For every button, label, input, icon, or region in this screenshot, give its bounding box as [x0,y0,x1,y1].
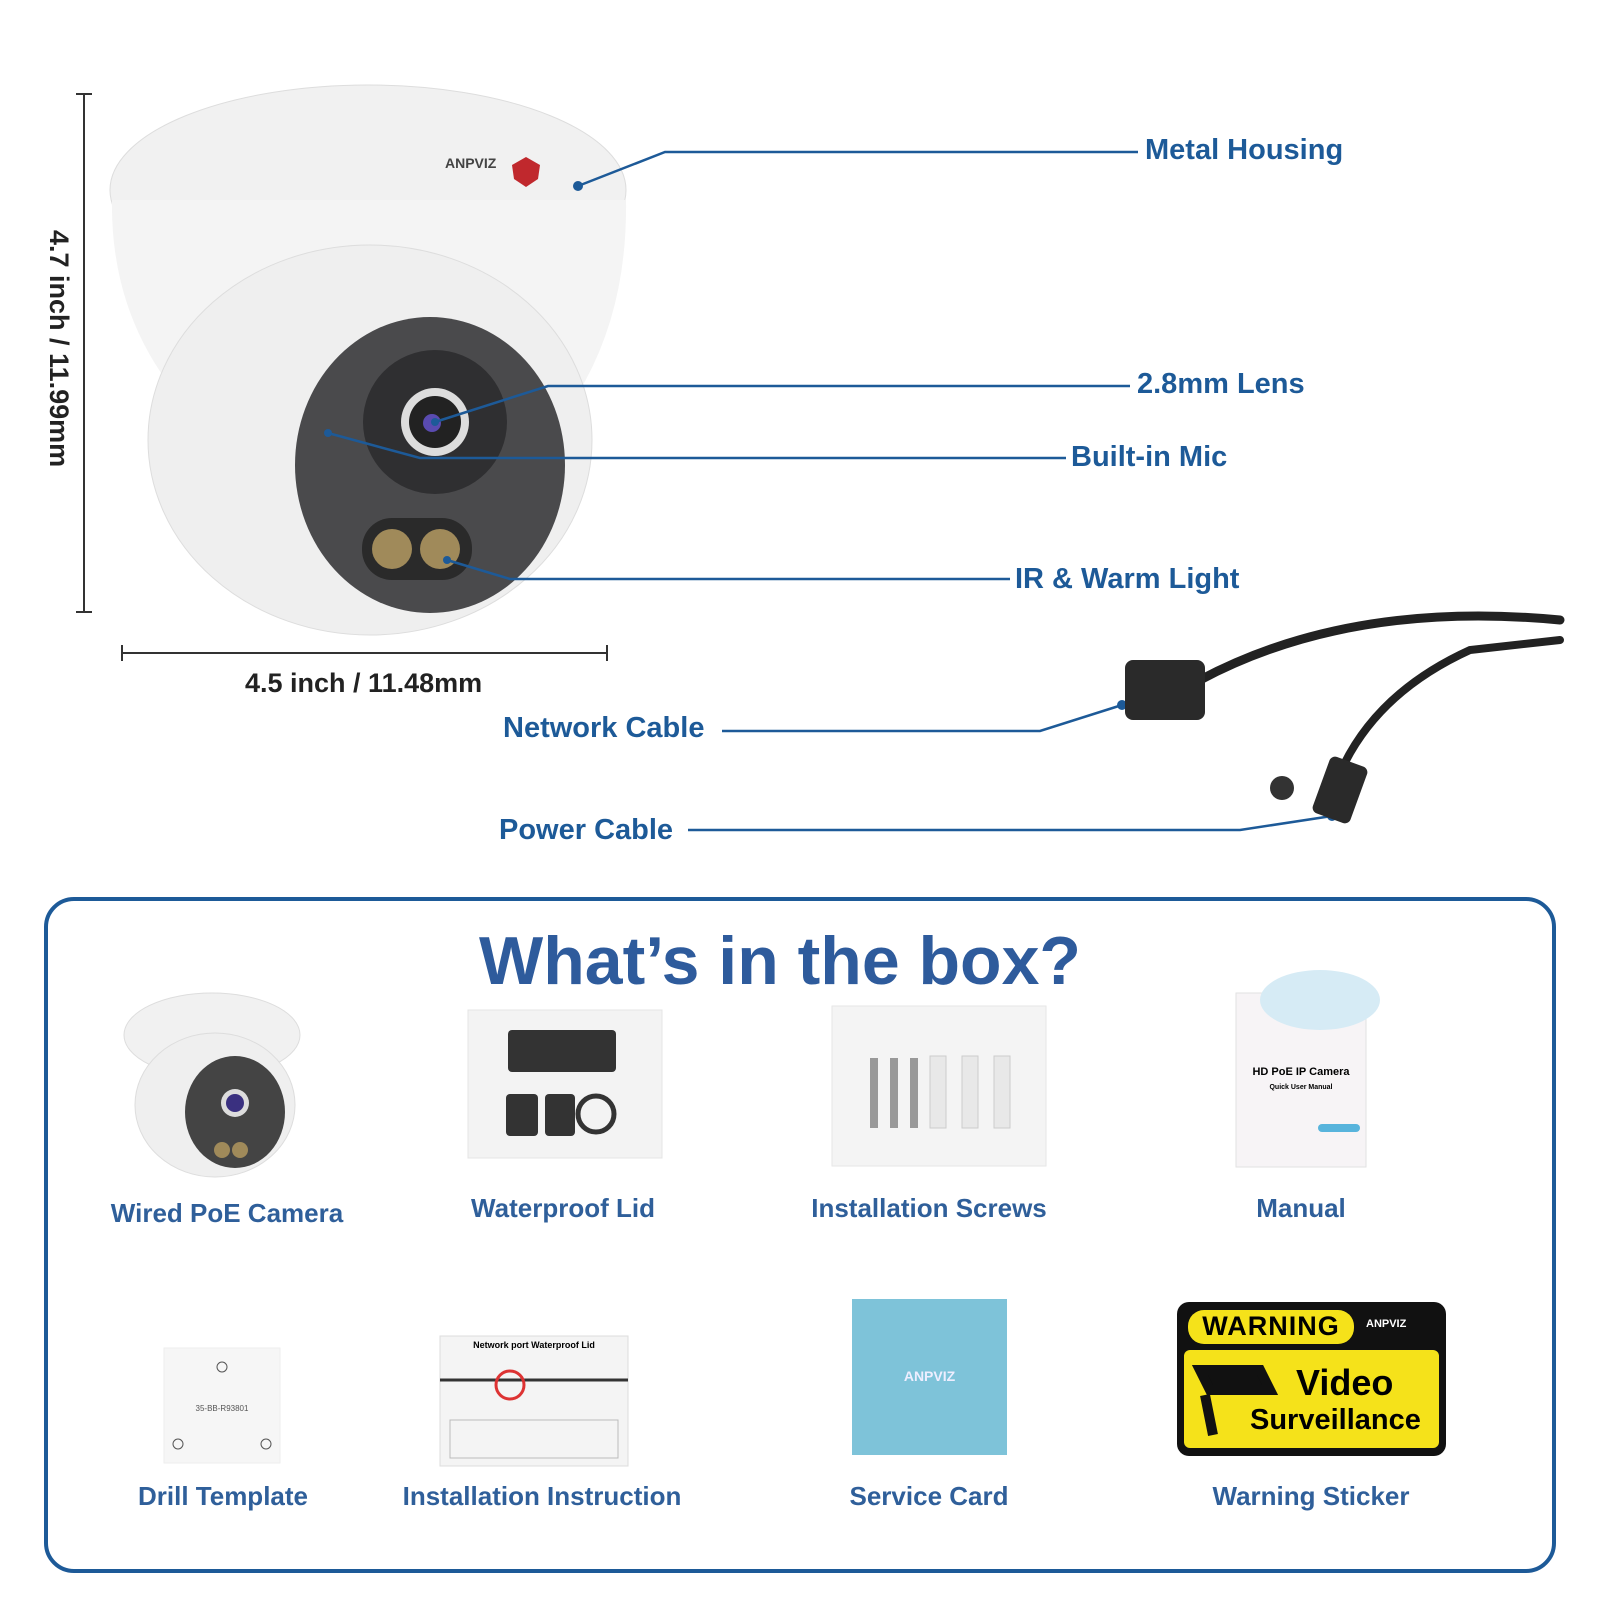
height-dimension: 4.7 inch / 11.99mm [44,230,74,468]
width-dimension-line [121,645,608,661]
item-service-card-image [852,1299,1007,1455]
dome-camera: ANPVIZ [109,84,627,636]
callout-mic: Built-in Mic [1071,441,1228,473]
height-dimension-line [76,93,92,613]
power-cable-leader [688,814,1333,832]
callout-light: IR & Warm Light [1015,563,1240,595]
item-label-screws: Installation Screws [811,1193,1047,1223]
callout-network-cable: Network Cable [503,712,705,744]
callout-lens: 2.8mm Lens [1137,368,1305,400]
manual-cover-subtitle: Quick User Manual [1269,1084,1333,1091]
sticker-line2: Surveillance [1250,1404,1421,1436]
item-label-camera: Wired PoE Camera [110,1198,344,1228]
svg-text:ANPVIZ: ANPVIZ [445,155,497,171]
sticker-warning: WARNING [1202,1311,1340,1341]
callout-metal-housing: Metal Housing [1145,134,1344,166]
item-label-drill-template: Drill Template [137,1481,309,1511]
manual-cover-title: HD PoE IP Camera [1252,1066,1350,1078]
light-leader [446,558,1010,581]
mic-leader [327,431,1066,460]
width-dimension: 4.5 inch / 11.48mm [245,668,483,698]
network-cable-leader [722,703,1123,733]
in-the-box-panel [44,897,1556,1573]
item-screws-image [831,1005,1047,1167]
sticker-line1: Video [1296,1362,1394,1403]
callout-power-cable: Power Cable [499,814,674,846]
lens-leader [434,384,1130,424]
metal-housing-leader [577,150,1138,188]
cables [1125,611,1565,824]
item-label-waterproof-lid: Waterproof Lid [471,1193,655,1223]
item-warning-sticker-image [1177,1302,1446,1456]
item-label-service-card: Service Card [849,1481,1009,1511]
box-title: What’s in the box? [479,923,1081,999]
item-label-instruction: Installation Instruction [402,1481,682,1511]
sticker-brand: ANPVIZ [1366,1318,1407,1330]
instruction-sheet-title: Network port Waterproof Lid [473,1340,595,1350]
item-label-manual: Manual [1256,1193,1346,1223]
item-camera-image [123,992,301,1178]
item-label-warning-sticker: Warning Sticker [1212,1481,1410,1511]
drill-template-code: 35-BB-R93801 [195,1404,249,1413]
item-drill-template-image [163,1347,281,1464]
service-card-brand: ANPVIZ [903,1368,956,1384]
item-instruction-image [439,1335,629,1467]
item-waterproof-lid-image [467,1009,663,1159]
item-manual-image [1235,970,1380,1168]
